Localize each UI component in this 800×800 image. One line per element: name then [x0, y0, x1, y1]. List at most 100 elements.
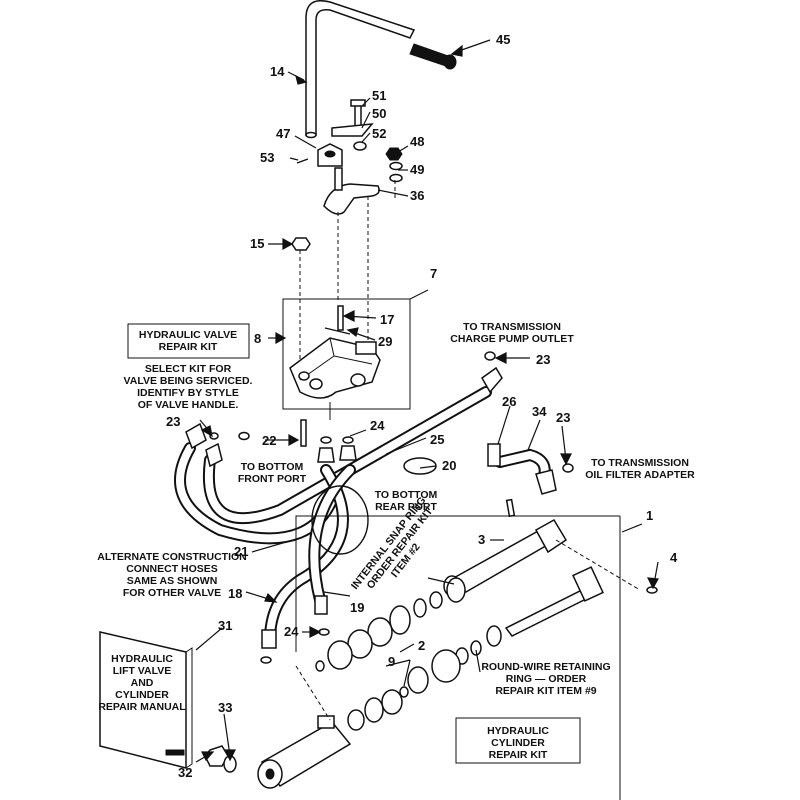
- callout-33: 33: [218, 700, 232, 715]
- select-kit-line3: IDENTIFY BY STYLE: [137, 387, 239, 399]
- select-kit-line1: SELECT KIT FOR: [145, 363, 232, 375]
- handle-grip-part-45: [409, 43, 457, 70]
- screw-part-29: [324, 327, 351, 335]
- front-port-line1: TO BOTTOM: [241, 461, 304, 473]
- front-port-line2: FRONT PORT: [238, 473, 307, 485]
- callout-36: 36: [410, 188, 424, 203]
- valve-kit-line1: HYDRAULIC VALVE: [139, 329, 237, 341]
- repair-manual-part-31: [99, 631, 193, 769]
- bolt-part-22: [300, 419, 307, 447]
- callout-26: 26: [502, 394, 516, 409]
- callout-23-filter: 23: [556, 410, 570, 425]
- pin-part-17: [337, 305, 344, 331]
- manual-line2: LIFT VALVE: [113, 665, 172, 677]
- cylinder-kit-line1: HYDRAULIC: [487, 725, 549, 737]
- callout-34: 34: [532, 404, 547, 419]
- oil-filter-line1: TO TRANSMISSION: [591, 457, 689, 469]
- callout-50: 50: [372, 106, 386, 121]
- alternate-line4: FOR OTHER VALVE: [123, 587, 221, 599]
- callout-15: 15: [250, 236, 264, 251]
- rear-port-line1: TO BOTTOM: [375, 489, 438, 501]
- callout-20: 20: [442, 458, 456, 473]
- callout-7: 7: [430, 266, 437, 281]
- callout-29: 29: [378, 334, 392, 349]
- callout-32: 32: [178, 765, 192, 780]
- select-kit-line2: VALVE BEING SERVICED.: [124, 375, 253, 387]
- pivot-block-part-47: [317, 143, 343, 167]
- callout-21: 21: [234, 544, 248, 559]
- leader-lines: [195, 39, 659, 763]
- rear-port-line2: REAR PORT: [375, 501, 437, 513]
- hose-part-25: [202, 366, 503, 525]
- alternate-line3: SAME AS SHOWN: [127, 575, 218, 587]
- callout-8: 8: [254, 331, 261, 346]
- cylinder-kit-line3: REPAIR KIT: [489, 749, 548, 761]
- hose-part-34: [494, 448, 557, 495]
- charge-pump-line2: CHARGE PUMP OUTLET: [450, 333, 574, 345]
- callout-18: 18: [228, 586, 242, 601]
- manual-line3: AND: [131, 677, 154, 689]
- cylinder-dash-lines: [295, 539, 641, 721]
- clamp-part-26: [487, 443, 501, 467]
- round-wire-line3: REPAIR KIT ITEM #9: [495, 685, 596, 697]
- callout-23-pump: 23: [536, 352, 550, 367]
- callout-24-top: 24: [370, 418, 385, 433]
- callout-3: 3: [478, 532, 485, 547]
- callout-51: 51: [372, 88, 386, 103]
- alternate-line2: CONNECT HOSES: [126, 563, 218, 575]
- valve-body: [289, 337, 381, 420]
- elbow-fittings-part-23: [185, 351, 574, 473]
- nut-part-15: [291, 237, 311, 251]
- valve-kit-box: [127, 323, 250, 359]
- pin-part-53: [296, 158, 309, 164]
- plate-part-50: [331, 123, 374, 137]
- callout-22: 22: [262, 433, 276, 448]
- valve-assembly-box: [282, 289, 429, 410]
- bolt-part-51: [350, 99, 366, 129]
- callout-2: 2: [418, 638, 425, 653]
- charge-pump-line1: TO TRANSMISSION: [463, 321, 561, 333]
- alignment-lines: [299, 180, 396, 370]
- valve-kit-line2: REPAIR KIT: [159, 341, 218, 353]
- callout-17: 17: [380, 312, 394, 327]
- callout-19: 19: [350, 600, 364, 615]
- callout-52: 52: [372, 126, 386, 141]
- bracket-part-36: [323, 167, 380, 215]
- callout-9: 9: [388, 654, 395, 669]
- callout-47: 47: [276, 126, 290, 141]
- callout-31: 31: [218, 618, 232, 633]
- lift-handle-part-14: [305, 0, 416, 139]
- alternate-line1: ALTERNATE CONSTRUCTION: [97, 551, 247, 563]
- ring-part-21-loop: [311, 485, 369, 555]
- callout-25: 25: [430, 432, 444, 447]
- oil-filter-line2: OIL FILTER ADAPTER: [585, 469, 695, 481]
- callout-14: 14: [270, 64, 285, 79]
- washers-part-49: [389, 161, 403, 183]
- cylinder-kit-box: [455, 717, 581, 764]
- nut-part-48: [385, 147, 403, 161]
- callout-4: 4: [670, 550, 678, 565]
- callout-45: 45: [496, 32, 510, 47]
- nut-part-52: [353, 141, 367, 151]
- callout-23-left: 23: [166, 414, 180, 429]
- manual-line4: CYLINDER: [115, 689, 169, 701]
- callout-48: 48: [410, 134, 424, 149]
- seal-kit-part-2: [315, 577, 466, 672]
- callout-24-bottom: 24: [284, 624, 299, 639]
- manual-line1: HYDRAULIC: [111, 653, 173, 665]
- callout-1: 1: [646, 508, 653, 523]
- rod-part-4: [504, 566, 658, 637]
- cylinder-barrel: [257, 715, 352, 789]
- pin-part-3: [505, 498, 516, 518]
- callout-53: 53: [260, 150, 274, 165]
- hose-part-19: [308, 464, 356, 615]
- cylinder-kit-line2: CYLINDER: [491, 737, 545, 749]
- callout-49: 49: [410, 162, 424, 177]
- select-kit-line4: OF VALVE HANDLE.: [138, 399, 239, 411]
- manual-line5: REPAIR MANUAL: [98, 701, 186, 713]
- seal-kit-part-9: [347, 625, 502, 731]
- round-wire-line2: RING — ORDER: [506, 673, 587, 685]
- round-wire-line1: ROUND-WIRE RETAINING: [481, 661, 610, 673]
